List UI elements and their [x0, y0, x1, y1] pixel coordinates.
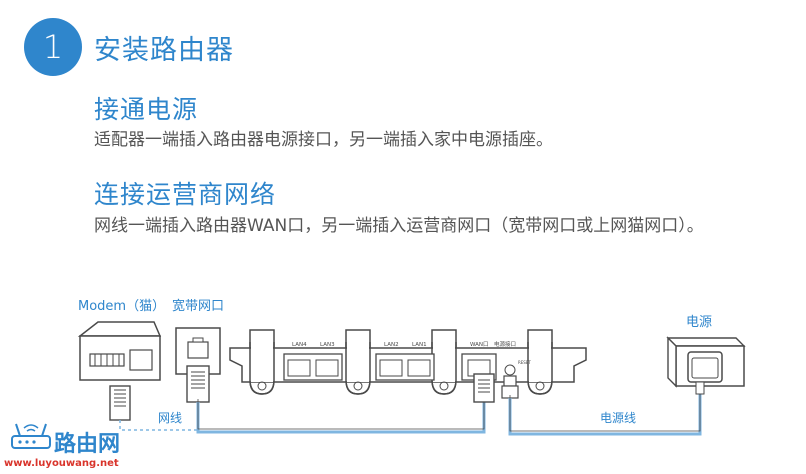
port-lan1	[407, 359, 431, 377]
router-logo-icon	[11, 423, 51, 449]
router: LAN4 LAN3 LAN2 LAN1 WAN口 电源接口 RESET	[229, 329, 587, 395]
network-cable	[196, 402, 486, 434]
label-lan2: LAN2	[384, 342, 399, 348]
label-lan4: LAN4	[292, 342, 307, 348]
section-network-text: 网线一端插入路由器WAN口，另一端插入运营商网口（宽带网口或上网猫网口）。	[94, 216, 704, 236]
network-cable-label: 网线	[158, 411, 182, 425]
step-title: 安装路由器	[94, 35, 234, 66]
modem-label: Modem（猫）	[78, 299, 165, 314]
modem-device: Modem（猫）	[77, 299, 165, 381]
router-power-plug	[501, 375, 519, 399]
label-power-port: 电源接口	[494, 340, 516, 348]
power-jack	[504, 364, 516, 376]
wall-broadband-port: 宽带网口	[172, 298, 224, 375]
modem-cable-plug	[109, 385, 131, 421]
section-power-title: 接通电源	[94, 95, 199, 124]
label-wan: WAN口	[470, 341, 489, 348]
wall-port-label: 宽带网口	[172, 298, 224, 314]
watermark-url: www.luyouwang.net	[4, 458, 119, 469]
connection-diagram: Modem（猫） 宽带网口 网线	[4, 298, 746, 469]
port-lan3	[315, 359, 339, 377]
power-label: 电源	[686, 315, 712, 330]
watermark: 路由网 www.luyouwang.net	[4, 423, 120, 469]
port-lan2	[379, 359, 403, 377]
label-lan3: LAN3	[320, 342, 335, 348]
port-lan4	[287, 359, 311, 377]
label-lan1: LAN1	[412, 342, 427, 348]
power-cable-label: 电源线	[600, 411, 636, 425]
watermark-name: 路由网	[54, 431, 120, 457]
step-number-badge: 1	[24, 18, 82, 76]
router-wan-plug	[473, 373, 495, 403]
section-network-title: 连接运营商网络	[94, 180, 277, 209]
label-reset: RESET	[518, 360, 531, 365]
wall-cable-plug	[186, 365, 210, 403]
section-power-text: 适配器一端插入路由器电源接口，另一端插入家中电源插座。	[94, 130, 553, 150]
power-adapter	[687, 351, 723, 395]
